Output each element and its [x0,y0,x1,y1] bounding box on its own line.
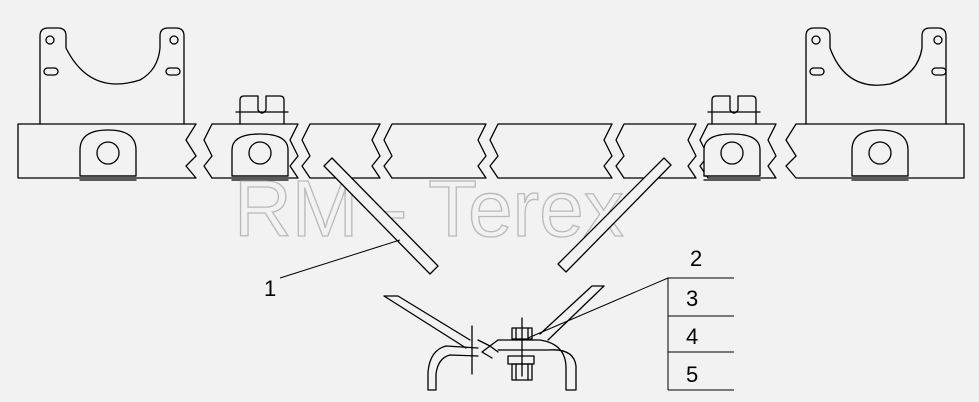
slot-clip-right [707,95,761,125]
callout-2: 2 [690,246,702,271]
callout-3: 3 [686,286,698,311]
hook-plate-left [383,295,493,391]
eye-lug-2 [231,133,289,181]
chain-segment-6 [615,123,697,179]
hook-plate-right [489,285,605,391]
parts-callout-column [667,278,734,391]
eye-lug-1 [79,129,137,181]
callout-5: 5 [686,362,698,387]
chain-segment-3 [301,123,381,179]
eye-lug-4 [851,129,909,181]
chain-segment-5 [489,123,613,179]
callout-4: 4 [686,324,698,349]
eye-lug-3 [703,133,761,181]
watermark-text: RM - Terex [234,164,624,253]
mount-bracket-right [805,27,947,125]
diagonal-bar-right [557,157,672,273]
chain-segment-4 [383,123,487,179]
mount-bracket-left [39,27,185,125]
callout-1: 1 [264,276,276,301]
leader-line-1 [279,239,401,279]
diagonal-bar-left [323,157,439,275]
slot-clip-left [235,95,289,125]
